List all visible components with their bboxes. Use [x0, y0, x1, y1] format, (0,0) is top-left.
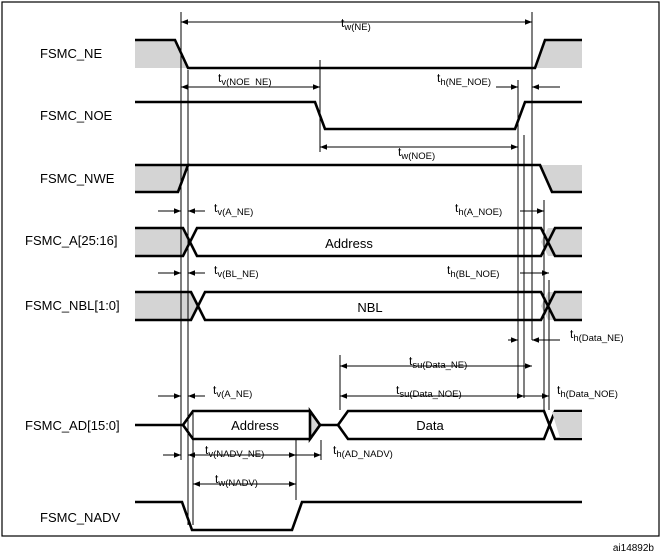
- bus-value-nbl: NBL: [357, 300, 382, 315]
- diagram-frame: [1, 1, 660, 537]
- timing-th-bl-noe: th(BL_NOE): [447, 263, 499, 280]
- signal-label-ne: FSMC_NE: [40, 46, 102, 61]
- waveform-ne: [135, 38, 582, 70]
- signal-label-a: FSMC_A[25:16]: [25, 233, 118, 248]
- waveform-noe: [135, 100, 582, 131]
- timing-th-a-noe: th(A_NOE): [455, 201, 502, 218]
- timing-arrows: [158, 19, 560, 487]
- reference-lines: [180, 12, 550, 525]
- waveform-nadv: [135, 500, 582, 532]
- timing-tv-a-ne-ad: tv(A_NE): [213, 383, 252, 400]
- timing-th-data-noe: th(Data_NOE): [557, 383, 618, 400]
- bus-value-address: Address: [325, 236, 373, 251]
- timing-tsu-data-noe: tsu(Data_NOE): [396, 383, 462, 400]
- timing-tw-noe: tw(NOE): [398, 145, 435, 162]
- timing-tv-nadv-ne: tv(NADV_NE): [205, 443, 264, 460]
- signal-label-nwe: FSMC_NWE: [40, 171, 115, 186]
- timing-tw-nadv: tw(NADV): [215, 472, 258, 489]
- waveform-nbl-bus: [135, 290, 582, 322]
- waveform-nwe: [135, 163, 582, 194]
- timing-th-ad-nadv: th(AD_NADV): [333, 443, 393, 460]
- signal-label-nbl: FSMC_NBL[1:0]: [25, 298, 120, 313]
- signal-label-noe: FSMC_NOE: [40, 108, 113, 123]
- waveform-ad-bus: [135, 406, 582, 444]
- timing-tw-ne: tw(NE): [341, 16, 371, 33]
- timing-tv-noe-ne: tv(NOE_NE): [218, 71, 272, 88]
- bus-value-ad-address: Address: [231, 418, 279, 433]
- waveform-a-bus: [135, 226, 582, 258]
- timing-th-data-ne: th(Data_NE): [570, 327, 624, 344]
- timing-th-ne-noe: th(NE_NOE): [437, 71, 491, 88]
- signal-label-ad: FSMC_AD[15:0]: [25, 418, 120, 433]
- signal-label-nadv: FSMC_NADV: [40, 510, 121, 525]
- timing-tsu-data-ne: tsu(Data_NE): [409, 354, 467, 371]
- figure-reference: ai14892b: [613, 543, 655, 554]
- timing-tv-bl-ne: tv(BL_NE): [214, 263, 259, 280]
- bus-value-ad-data: Data: [416, 418, 444, 433]
- timing-tv-a-ne: tv(A_NE): [214, 201, 253, 218]
